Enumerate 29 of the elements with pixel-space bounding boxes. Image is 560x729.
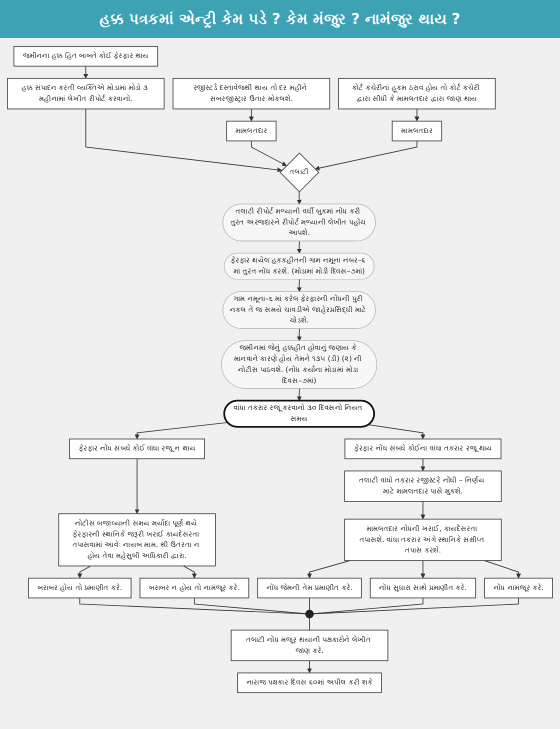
arrow <box>420 458 426 472</box>
arrow <box>368 424 426 440</box>
arrow <box>296 240 302 254</box>
connector <box>309 598 310 611</box>
arrow <box>307 660 312 674</box>
arrow <box>420 560 426 578</box>
arrow <box>296 279 302 292</box>
arrow <box>183 566 197 578</box>
arrow <box>314 140 418 170</box>
connector <box>312 598 519 614</box>
arrow <box>85 108 282 172</box>
arrow <box>484 560 521 578</box>
arrow <box>83 66 88 79</box>
title: હક્ક પત્રકમાં એન્ટ્રી કેમ પડે ? કેમ મંજુર ? નામંજુર થાય ? <box>0 0 560 38</box>
connector <box>312 598 424 614</box>
connector <box>79 598 306 614</box>
arrow <box>296 328 302 342</box>
arrow <box>296 388 302 402</box>
arrow <box>307 560 351 578</box>
connector <box>309 618 310 631</box>
connector <box>194 598 306 614</box>
arrow <box>248 108 254 122</box>
arrow <box>296 191 302 204</box>
arrow <box>414 108 420 122</box>
arrow <box>420 501 426 520</box>
arrow <box>134 422 228 440</box>
arrow <box>250 140 287 166</box>
arrow <box>77 566 92 578</box>
arrow <box>134 458 140 514</box>
